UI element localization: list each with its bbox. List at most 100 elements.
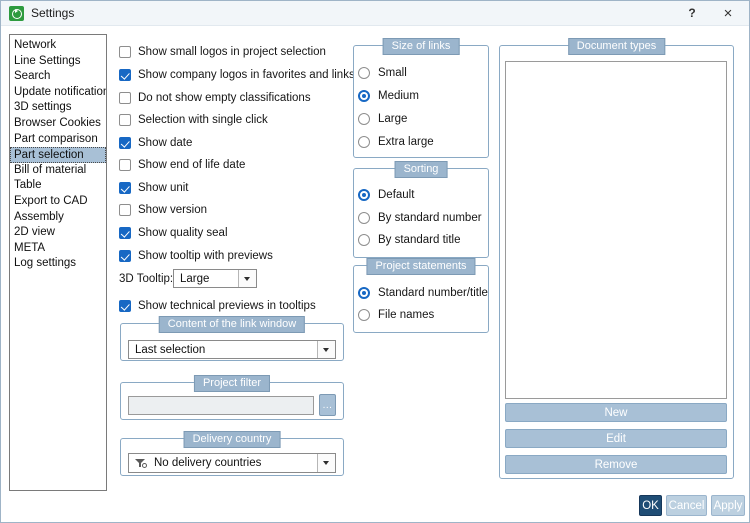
sidebar-item-part-selection[interactable]: Part selection [10,147,106,163]
checkbox-label: Show tooltip with previews [138,250,273,262]
window-title: Settings [31,6,75,20]
3d-tooltip-value: Large [180,272,210,285]
checkbox-label: Show quality seal [138,227,228,239]
radio-size-small[interactable]: Small [358,65,407,81]
checkbox-selection-with-single-click[interactable]: Selection with single click [119,112,268,128]
radio-label: Default [378,189,415,201]
delivery-country-value: No delivery countries [154,457,262,469]
link-window-group-title: Content of the link window [158,316,306,333]
radio-label: Small [378,67,407,79]
sidebar-item-network[interactable]: Network [14,39,57,51]
sidebar-item-part-comparison[interactable]: Part comparison [14,132,98,145]
project-filter-browse-button[interactable]: ... [319,394,336,416]
radio-circle[interactable] [358,234,370,246]
checkbox-show-end-of-life-date[interactable]: Show end of life date [119,157,245,173]
sidebar-item-table[interactable]: Table [14,179,42,192]
checkbox-label: Show version [138,204,208,216]
project-statements-group-title: Project statements [366,258,476,275]
checkbox-show-tooltip-with-previews[interactable]: Show tooltip with previews [119,248,273,264]
delivery-country-select[interactable]: No delivery countries [128,453,336,473]
sidebar-item-search[interactable]: Search [14,70,51,83]
edit-button[interactable]: Edit [505,429,727,448]
checkbox-label: Show company logos in favorites and link… [138,69,355,81]
radio-label: Medium [378,90,419,102]
radio-size-extra-large[interactable]: Extra large [358,134,434,150]
help-button[interactable]: ? [688,6,696,20]
document-types-list[interactable] [505,61,727,399]
radio-circle[interactable] [358,287,370,299]
sorting-group: Sorting [353,161,489,258]
radio-size-large[interactable]: Large [358,111,407,127]
checkbox-label: Selection with single click [138,114,268,126]
checkbox-show-small-logos[interactable]: Show small logos in project selection [119,44,326,60]
apply-button[interactable]: Apply [711,495,745,516]
checkbox-box[interactable] [119,204,131,216]
settings-category-list[interactable]: Network Line Settings Search Update noti… [9,34,107,491]
close-icon[interactable]: × [723,5,733,22]
3d-tooltip-label: 3D Tooltip: [119,273,174,285]
radio-statements-standard-number-title[interactable]: Standard number/title [358,285,488,301]
checkbox-show-unit[interactable]: Show unit [119,180,189,196]
checkbox-label: Show technical previews in tooltips [138,300,316,312]
radio-sorting-default[interactable]: Default [358,187,414,203]
project-filter-group-title: Project filter [193,375,271,392]
chevron-down-icon[interactable] [238,270,256,287]
radio-circle[interactable] [358,136,370,148]
sidebar-item-assembly[interactable]: Assembly [14,210,64,223]
radio-size-medium[interactable]: Medium [358,88,419,104]
checkbox-box[interactable] [119,159,131,171]
checkbox-show-version[interactable]: Show version [119,202,207,218]
checkbox-box[interactable] [119,114,131,126]
new-button[interactable]: New [505,403,727,422]
project-filter-input[interactable] [128,396,314,415]
link-window-content-select[interactable]: Last selection [128,340,336,359]
sidebar-item-3d-settings[interactable]: 3D settings [14,101,72,114]
remove-button[interactable]: Remove [505,455,727,474]
checkbox-box[interactable] [119,227,131,239]
checkbox-box[interactable] [119,92,131,104]
document-types-group-title: Document types [567,38,666,55]
3d-tooltip-select[interactable]: Large [173,269,257,288]
delivery-country-group-title: Delivery country [183,431,281,448]
radio-label: By standard title [378,234,461,246]
checkbox-box[interactable] [119,182,131,194]
cancel-button[interactable]: Cancel [666,495,707,516]
radio-statements-file-names[interactable]: File names [358,307,434,323]
filter-icon [135,457,148,469]
sidebar-item-2d-view[interactable]: 2D view [14,226,55,239]
sidebar-item-log-settings[interactable]: Log settings [14,257,77,270]
chevron-down-icon[interactable] [317,454,335,472]
radio-circle[interactable] [358,212,370,224]
chevron-down-icon[interactable] [317,341,335,358]
sidebar-item-line-settings[interactable]: Line Settings [14,54,81,67]
ok-button[interactable]: OK [639,495,662,516]
checkbox-show-quality-seal[interactable]: Show quality seal [119,225,228,241]
checkbox-box[interactable] [119,69,131,81]
radio-circle[interactable] [358,309,370,321]
radio-label: Large [378,113,408,125]
checkbox-box[interactable] [119,46,131,58]
checkbox-box[interactable] [119,137,131,149]
radio-sorting-by-standard-number[interactable]: By standard number [358,210,482,226]
checkbox-show-company-logos[interactable]: Show company logos in favorites and link… [119,67,355,83]
radio-circle[interactable] [358,67,370,79]
radio-circle[interactable] [358,113,370,125]
size-of-links-group: Size of links [353,38,489,158]
project-statements-group: Project statements [353,258,489,333]
radio-circle[interactable] [358,189,370,201]
checkbox-show-technical-previews[interactable]: Show technical previews in tooltips [119,298,316,314]
checkbox-label: Show end of life date [138,159,246,171]
checkbox-box[interactable] [119,300,131,312]
checkbox-box[interactable] [119,250,131,262]
sidebar-item-meta[interactable]: META [14,241,46,254]
checkbox-show-date[interactable]: Show date [119,135,192,151]
title-bar: Settings ? × [1,1,749,26]
sidebar-item-update-notification[interactable]: Update notification [14,85,107,98]
sidebar-item-export-to-cad[interactable]: Export to CAD [14,194,88,207]
sidebar-item-bill-of-material[interactable]: Bill of material [14,163,87,176]
refresh-circle-icon [9,6,24,21]
sidebar-item-browser-cookies[interactable]: Browser Cookies [14,116,101,129]
checkbox-do-not-show-empty-classifications[interactable]: Do not show empty classifications [119,90,311,106]
radio-sorting-by-standard-title[interactable]: By standard title [358,232,460,248]
radio-circle[interactable] [358,90,370,102]
